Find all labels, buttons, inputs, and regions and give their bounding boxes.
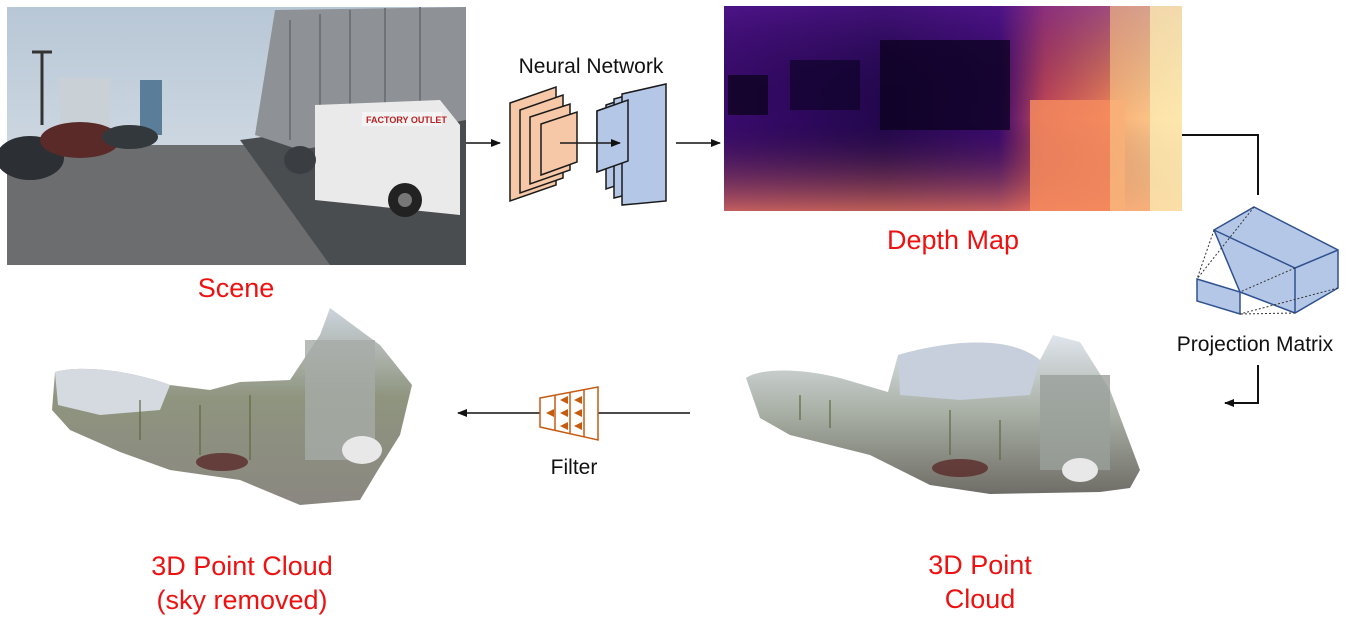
connector-depth-to-projection: [1182, 134, 1259, 195]
point-cloud-image: [746, 335, 1140, 494]
filter-icon: [539, 386, 599, 441]
point-cloud-label-line1: 3D Point: [928, 550, 1032, 580]
point-cloud-label-line2: Cloud: [944, 583, 1016, 614]
van-logo-text: FACTORY OUTLET: [366, 115, 447, 125]
scene-label: Scene: [197, 273, 275, 303]
neural-network-icon: [509, 83, 667, 206]
filtered-cloud-label-line2: (sky removed): [156, 584, 328, 615]
depth-map-label: Depth Map: [886, 225, 1020, 255]
projection-matrix-label: Projection Matrix: [1176, 333, 1334, 356]
neural-network-label: Neural Network: [518, 55, 664, 78]
projection-matrix-icon: [1196, 206, 1339, 316]
depth-map-image: [724, 6, 1182, 211]
filtered-point-cloud-image: [52, 308, 412, 505]
filter-label: Filter: [550, 456, 598, 479]
scene-image: FACTORY OUTLET: [0, 7, 466, 265]
filtered-cloud-label-line1: 3D Point Cloud: [151, 551, 333, 581]
filtered-cloud-label: 3D Point Cloud (sky removed): [151, 550, 333, 618]
connector-projection-to-cloud: [1224, 365, 1259, 407]
point-cloud-label: 3D Point Cloud: [928, 549, 1032, 617]
